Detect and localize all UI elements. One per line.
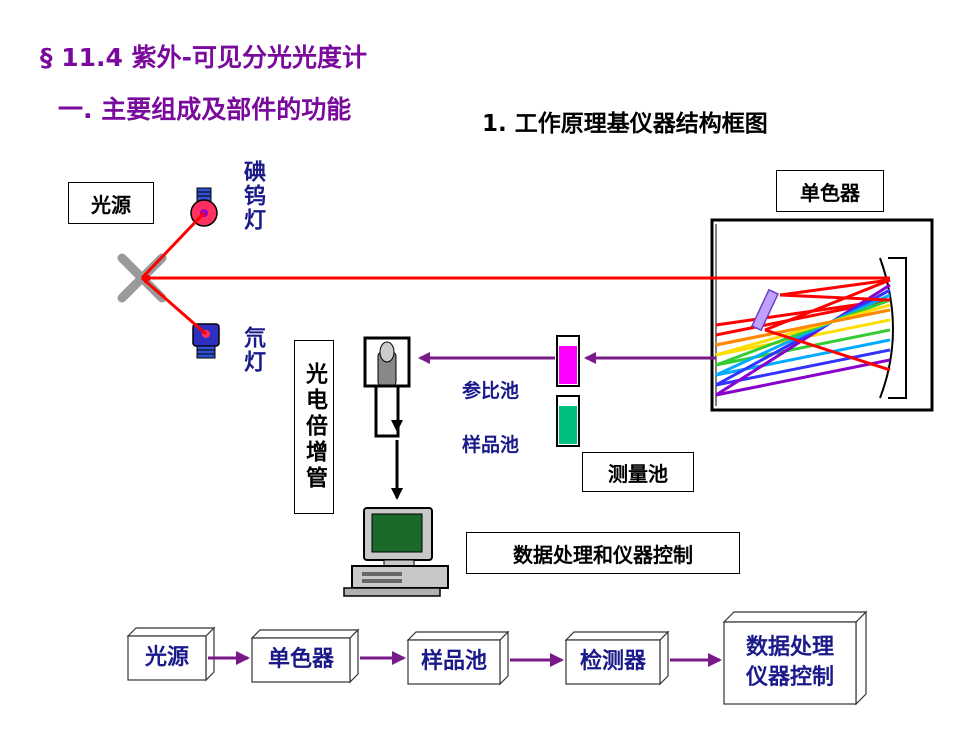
page-title: § 11.4 紫外-可见分光光度计: [40, 43, 367, 72]
sample-cell-icon: [556, 395, 580, 447]
flow-step-monochromator: 单色器: [267, 647, 334, 672]
reference-cell-icon: [556, 335, 580, 387]
deuterium-lamp-label: 氘灯: [240, 326, 265, 374]
light-source-label: 光源: [68, 182, 154, 224]
measurement-cell-label: 测量池: [582, 452, 694, 492]
photomultiplier-icon: [363, 336, 411, 438]
flow-step-data-control: 数据处理 仪器控制: [724, 622, 856, 704]
reference-cell-label: 参比池: [462, 380, 520, 402]
sample-cell-label: 样品池: [462, 434, 520, 456]
flow-step-detector: 检测器: [579, 649, 646, 674]
flow-step-sample-cell: 样品池: [420, 649, 487, 674]
diagram-heading: 1. 工作原理基仪器结构框图: [482, 111, 768, 137]
flow-step-data-line2: 仪器控制: [745, 665, 834, 690]
flow-step-data-line1: 数据处理: [745, 635, 834, 660]
monochromator-label: 单色器: [776, 170, 884, 212]
data-control-label: 数据处理和仪器控制: [466, 532, 740, 574]
tungsten-lamp-icon: [190, 187, 218, 227]
tungsten-beam: [140, 211, 206, 280]
tungsten-lamp-label: 碘钨灯: [240, 160, 265, 232]
dispersed-spectrum: [715, 278, 891, 397]
section-subtitle: 一. 主要组成及部件的功能: [58, 95, 352, 124]
grating-icon: [751, 288, 779, 332]
flow-step-light-source: 光源: [144, 645, 189, 670]
computer-icon: [343, 507, 449, 597]
photomultiplier-label: 光电倍增管: [294, 340, 334, 514]
deuterium-beam: [141, 276, 207, 336]
